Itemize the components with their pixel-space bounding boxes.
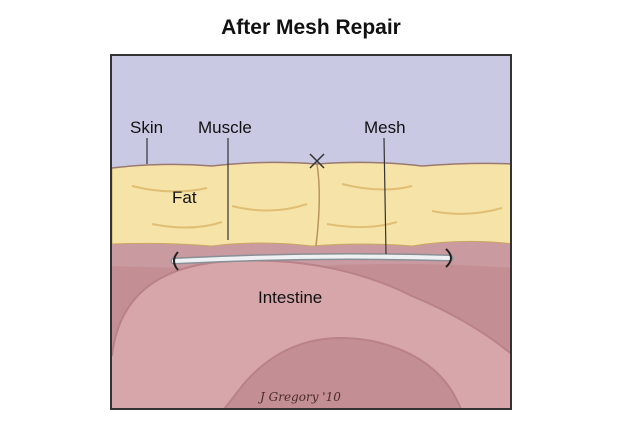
intestine-edge xyxy=(112,259,510,357)
mesh-leader-line xyxy=(383,137,387,255)
outside-background xyxy=(112,56,510,168)
intestine-label: Intestine xyxy=(258,288,323,307)
artist-signature: J Gregory '10 xyxy=(260,390,341,404)
skin-line xyxy=(112,161,510,169)
anatomy-drawing xyxy=(112,56,510,408)
skin-stitch-icon xyxy=(309,153,325,169)
fat-label: Fat xyxy=(172,188,197,207)
skin-label: Skin xyxy=(130,118,164,137)
anatomy-illustration: Skin Muscle Mesh Fat Intestine J Gregory… xyxy=(110,54,512,410)
intestine xyxy=(112,260,510,408)
mesh-highlight xyxy=(172,254,452,263)
mesh-label: Mesh xyxy=(364,118,406,137)
fat-shading xyxy=(131,183,503,229)
diagram-title: After Mesh Repair xyxy=(221,16,401,39)
right-suture-icon xyxy=(445,248,452,268)
muscle-label: Muscle xyxy=(198,118,252,137)
intestine-inner-edge xyxy=(223,337,462,408)
left-suture-icon xyxy=(173,251,179,271)
incision xyxy=(315,163,320,247)
